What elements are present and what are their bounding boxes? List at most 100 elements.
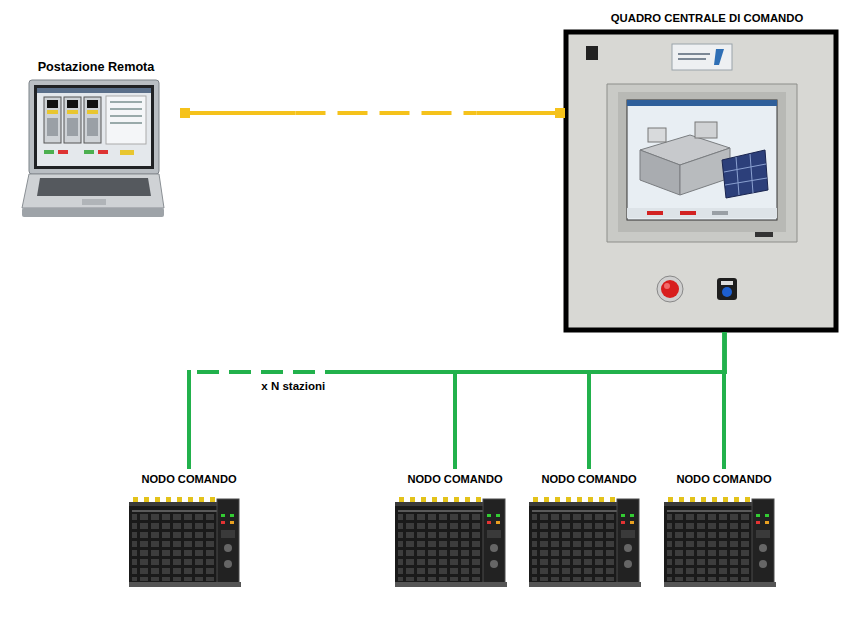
connector-segment: [589, 370, 724, 374]
control-panel-illustration-part: [657, 276, 683, 302]
plc-node-illustrations-part: [129, 497, 241, 587]
connector-segment: [722, 332, 726, 374]
control-panel-illustration-part: [724, 164, 766, 172]
laptop-illustration-part: [87, 100, 98, 108]
control-panel-illustration-part: [725, 178, 767, 185]
control-panel-illustration-part: [627, 208, 777, 218]
node-heading: NODO COMANDO: [120, 469, 258, 486]
control-panel-illustration-part: [678, 58, 706, 60]
connector-segment: [722, 332, 726, 374]
laptop-illustration-part: [98, 150, 108, 154]
device-node: QUADRO CENTRALE DI COMANDO: [565, 8, 849, 332]
fieldbus-link: [189, 332, 726, 469]
control-panel-illustration-part: [586, 46, 598, 60]
laptop-illustration-part: [84, 97, 101, 143]
node-heading: Postazione Remota: [12, 56, 180, 75]
laptop-illustration-part: [64, 97, 81, 143]
node-heading: NODO COMANDO: [386, 469, 524, 486]
plc-node-illustrations-part: [664, 497, 776, 587]
laptop-illustration-part: [37, 178, 151, 196]
laptop-illustration-part: [22, 174, 164, 208]
device-node: NODO COMANDO: [120, 469, 258, 589]
laptop-illustration-part: [58, 150, 68, 154]
control-panel-illustration-part: [640, 150, 680, 195]
laptop-illustration-part: [110, 115, 142, 117]
laptop-illustration-part: [110, 122, 142, 124]
plc-node-illustrations: [129, 497, 776, 587]
laptop-illustration-part: [106, 96, 146, 144]
device-node: NODO COMANDO: [386, 469, 524, 589]
laptop-illustration-part: [47, 118, 58, 136]
control-panel-illustration-part: [680, 211, 696, 215]
laptop-illustration-part: [44, 97, 61, 143]
connector-segment: [722, 332, 726, 374]
control-panel-illustration-part: [678, 53, 710, 55]
laptop-illustration-part: [110, 108, 142, 110]
connector-segment: [347, 370, 726, 374]
laptop-illustration-part: [67, 100, 78, 108]
fieldbus-link: [589, 332, 724, 469]
control-panel-illustration-part: [712, 211, 728, 215]
laptop-illustration-part: [47, 110, 58, 114]
control-panel-illustration-part: [672, 44, 732, 70]
laptop-illustration: [22, 80, 164, 217]
control-panel-illustration-part: [722, 287, 732, 297]
fieldbus-link: [455, 332, 724, 469]
edge-label: x N stazioni: [258, 380, 328, 394]
connector-segment: [296, 111, 477, 115]
laptop-illustration-part: [37, 88, 151, 166]
connector-segment: [180, 111, 296, 115]
plc-node-illustrations-part: [395, 497, 507, 587]
node-heading: NODO COMANDO: [655, 469, 793, 486]
line-end-square: [180, 108, 190, 118]
control-panel-illustration-part: [695, 122, 717, 138]
laptop-illustration-part: [47, 100, 58, 108]
plc-node-illustrations-part: [529, 497, 641, 587]
control-panel-illustration-part: [664, 283, 670, 289]
control-panel-illustration-part: [566, 32, 836, 330]
control-panel-illustration-part: [661, 280, 679, 298]
network-link: [180, 108, 565, 118]
control-panel-illustration-part: [627, 100, 777, 106]
control-panel-illustration-part: [750, 154, 753, 193]
control-panel-illustration-part: [755, 232, 773, 237]
control-panel-illustration-part: [607, 84, 797, 242]
laptop-illustration-part: [87, 118, 98, 136]
control-panel-illustration-part: [618, 92, 786, 232]
control-panel-illustration: [566, 32, 836, 330]
connector-segment: [476, 111, 565, 115]
control-panel-illustration-part: [627, 100, 777, 220]
control-panel-illustration-part: [721, 281, 733, 285]
node-heading: NODO COMANDO: [520, 469, 658, 486]
connector-segment: [722, 370, 726, 469]
fieldbus-link: [724, 332, 725, 469]
control-panel-illustration-part: [717, 278, 737, 300]
laptop-illustration-part: [84, 150, 94, 154]
control-panel-illustration-part: [647, 211, 663, 215]
connector-segment: [722, 332, 726, 374]
laptop-illustration-part: [120, 150, 134, 155]
connector-segment: [453, 370, 457, 469]
device-node: Postazione Remota: [12, 56, 180, 222]
connector-segment: [187, 370, 191, 469]
laptop-illustration-part: [34, 85, 154, 169]
control-panel-illustration-part: [714, 49, 724, 65]
connector-segment: [189, 370, 347, 374]
control-panel-illustration-part: [648, 128, 666, 142]
control-panel-illustration-part: [680, 148, 730, 195]
laptop-illustration-part: [67, 110, 78, 114]
laptop-illustration-part: [87, 110, 98, 114]
connector-segment: [587, 370, 591, 469]
control-panel-illustration-part: [722, 150, 768, 198]
line-end-square: [555, 108, 565, 118]
laptop-illustration-part: [37, 88, 151, 93]
control-panel-illustration-part: [736, 157, 739, 195]
laptop-illustration-part: [82, 199, 106, 205]
device-node: NODO COMANDO: [520, 469, 658, 589]
node-heading: QUADRO CENTRALE DI COMANDO: [565, 8, 849, 26]
device-node: NODO COMANDO: [655, 469, 793, 589]
laptop-illustration-part: [44, 150, 54, 154]
laptop-illustration-part: [29, 80, 159, 174]
